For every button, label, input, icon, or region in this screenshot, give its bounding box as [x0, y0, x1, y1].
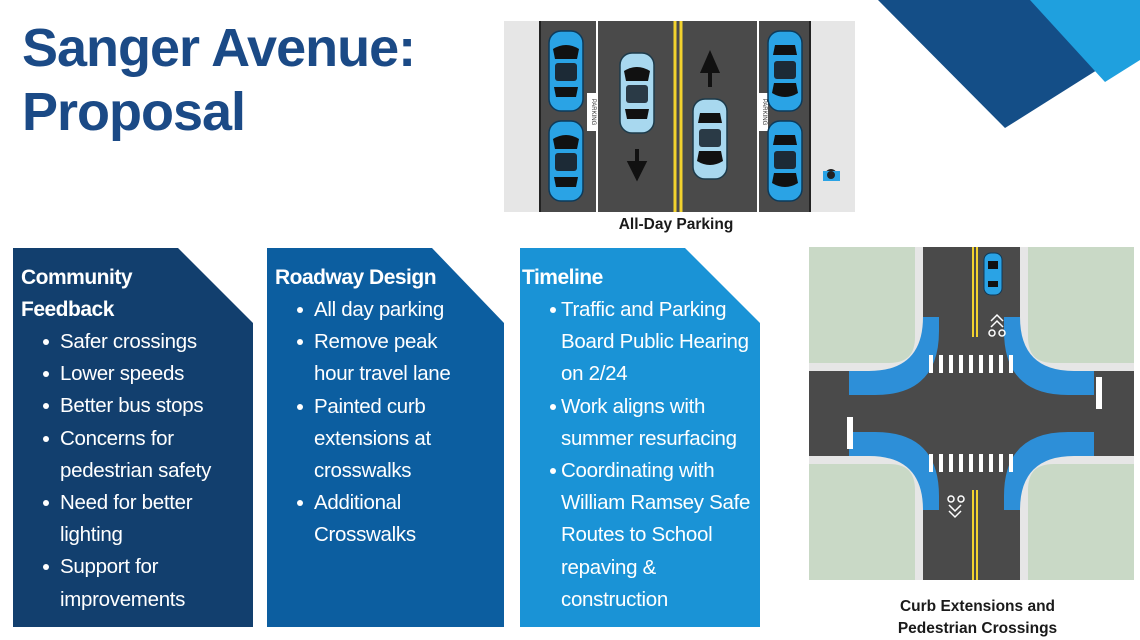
title-line-1: Sanger Avenue:	[22, 18, 416, 78]
intersection-caption: Curb Extensions and Pedestrian Crossings	[870, 596, 1085, 640]
list-item: Additional Crosswalks	[267, 487, 464, 551]
caption-line-1: Curb Extensions and	[899, 598, 1056, 615]
list-item: Painted curb extensions at crosswalks	[267, 391, 464, 488]
card-background	[520, 248, 760, 627]
deco-light-shape	[1030, 0, 1140, 82]
list-item: Lower speeds	[13, 358, 253, 390]
deco-dark-shape	[878, 0, 1105, 128]
roadway-design-card: Roadway Design All day parking Remove pe…	[267, 248, 504, 627]
list-item: Concerns for pedestrian safety	[13, 423, 253, 487]
parking-caption: All-Day Parking	[618, 216, 734, 233]
page-title: Sanger Avenue: Proposal	[22, 16, 416, 144]
corner-decoration	[878, 0, 1140, 128]
caption-line-2: Pedestrian Crossings	[897, 620, 1058, 637]
list-item: Better bus stops	[13, 390, 253, 422]
card-background	[267, 248, 504, 627]
list-item: Remove peak hour travel lane	[267, 326, 474, 390]
community-feedback-card: Community Feedback Safer crossings Lower…	[13, 248, 253, 627]
parking-label-left: PARKING	[590, 99, 596, 126]
list-item: Traffic and Parking Board Public Hearing…	[520, 294, 751, 391]
card-heading: Roadway Design	[275, 266, 437, 289]
list-item: Work aligns with summer resurfacing	[520, 391, 756, 455]
card-heading: Community Feedback	[21, 266, 133, 321]
bullet-list: All day parking Remove peak hour travel …	[267, 294, 504, 552]
title-line-2: Proposal	[22, 82, 246, 142]
card-background	[13, 248, 253, 627]
list-item: Support for improvements	[13, 551, 230, 615]
list-item: Safer crossings	[13, 326, 253, 358]
intersection-illustration	[809, 247, 1134, 580]
list-item: Need for better lighting	[13, 487, 210, 551]
all-day-parking-illustration: PARKING PARKING	[504, 21, 855, 212]
parking-label-right: PARKING	[761, 99, 767, 126]
list-item: Coordinating with William Ramsey Safe Ro…	[520, 455, 760, 616]
card-heading: Timeline	[522, 266, 603, 289]
list-item: All day parking	[267, 294, 504, 326]
bullet-list: Traffic and Parking Board Public Hearing…	[520, 294, 760, 616]
bullet-list: Safer crossings Lower speeds Better bus …	[13, 326, 253, 616]
timeline-card: Timeline Traffic and Parking Board Publi…	[520, 248, 760, 627]
